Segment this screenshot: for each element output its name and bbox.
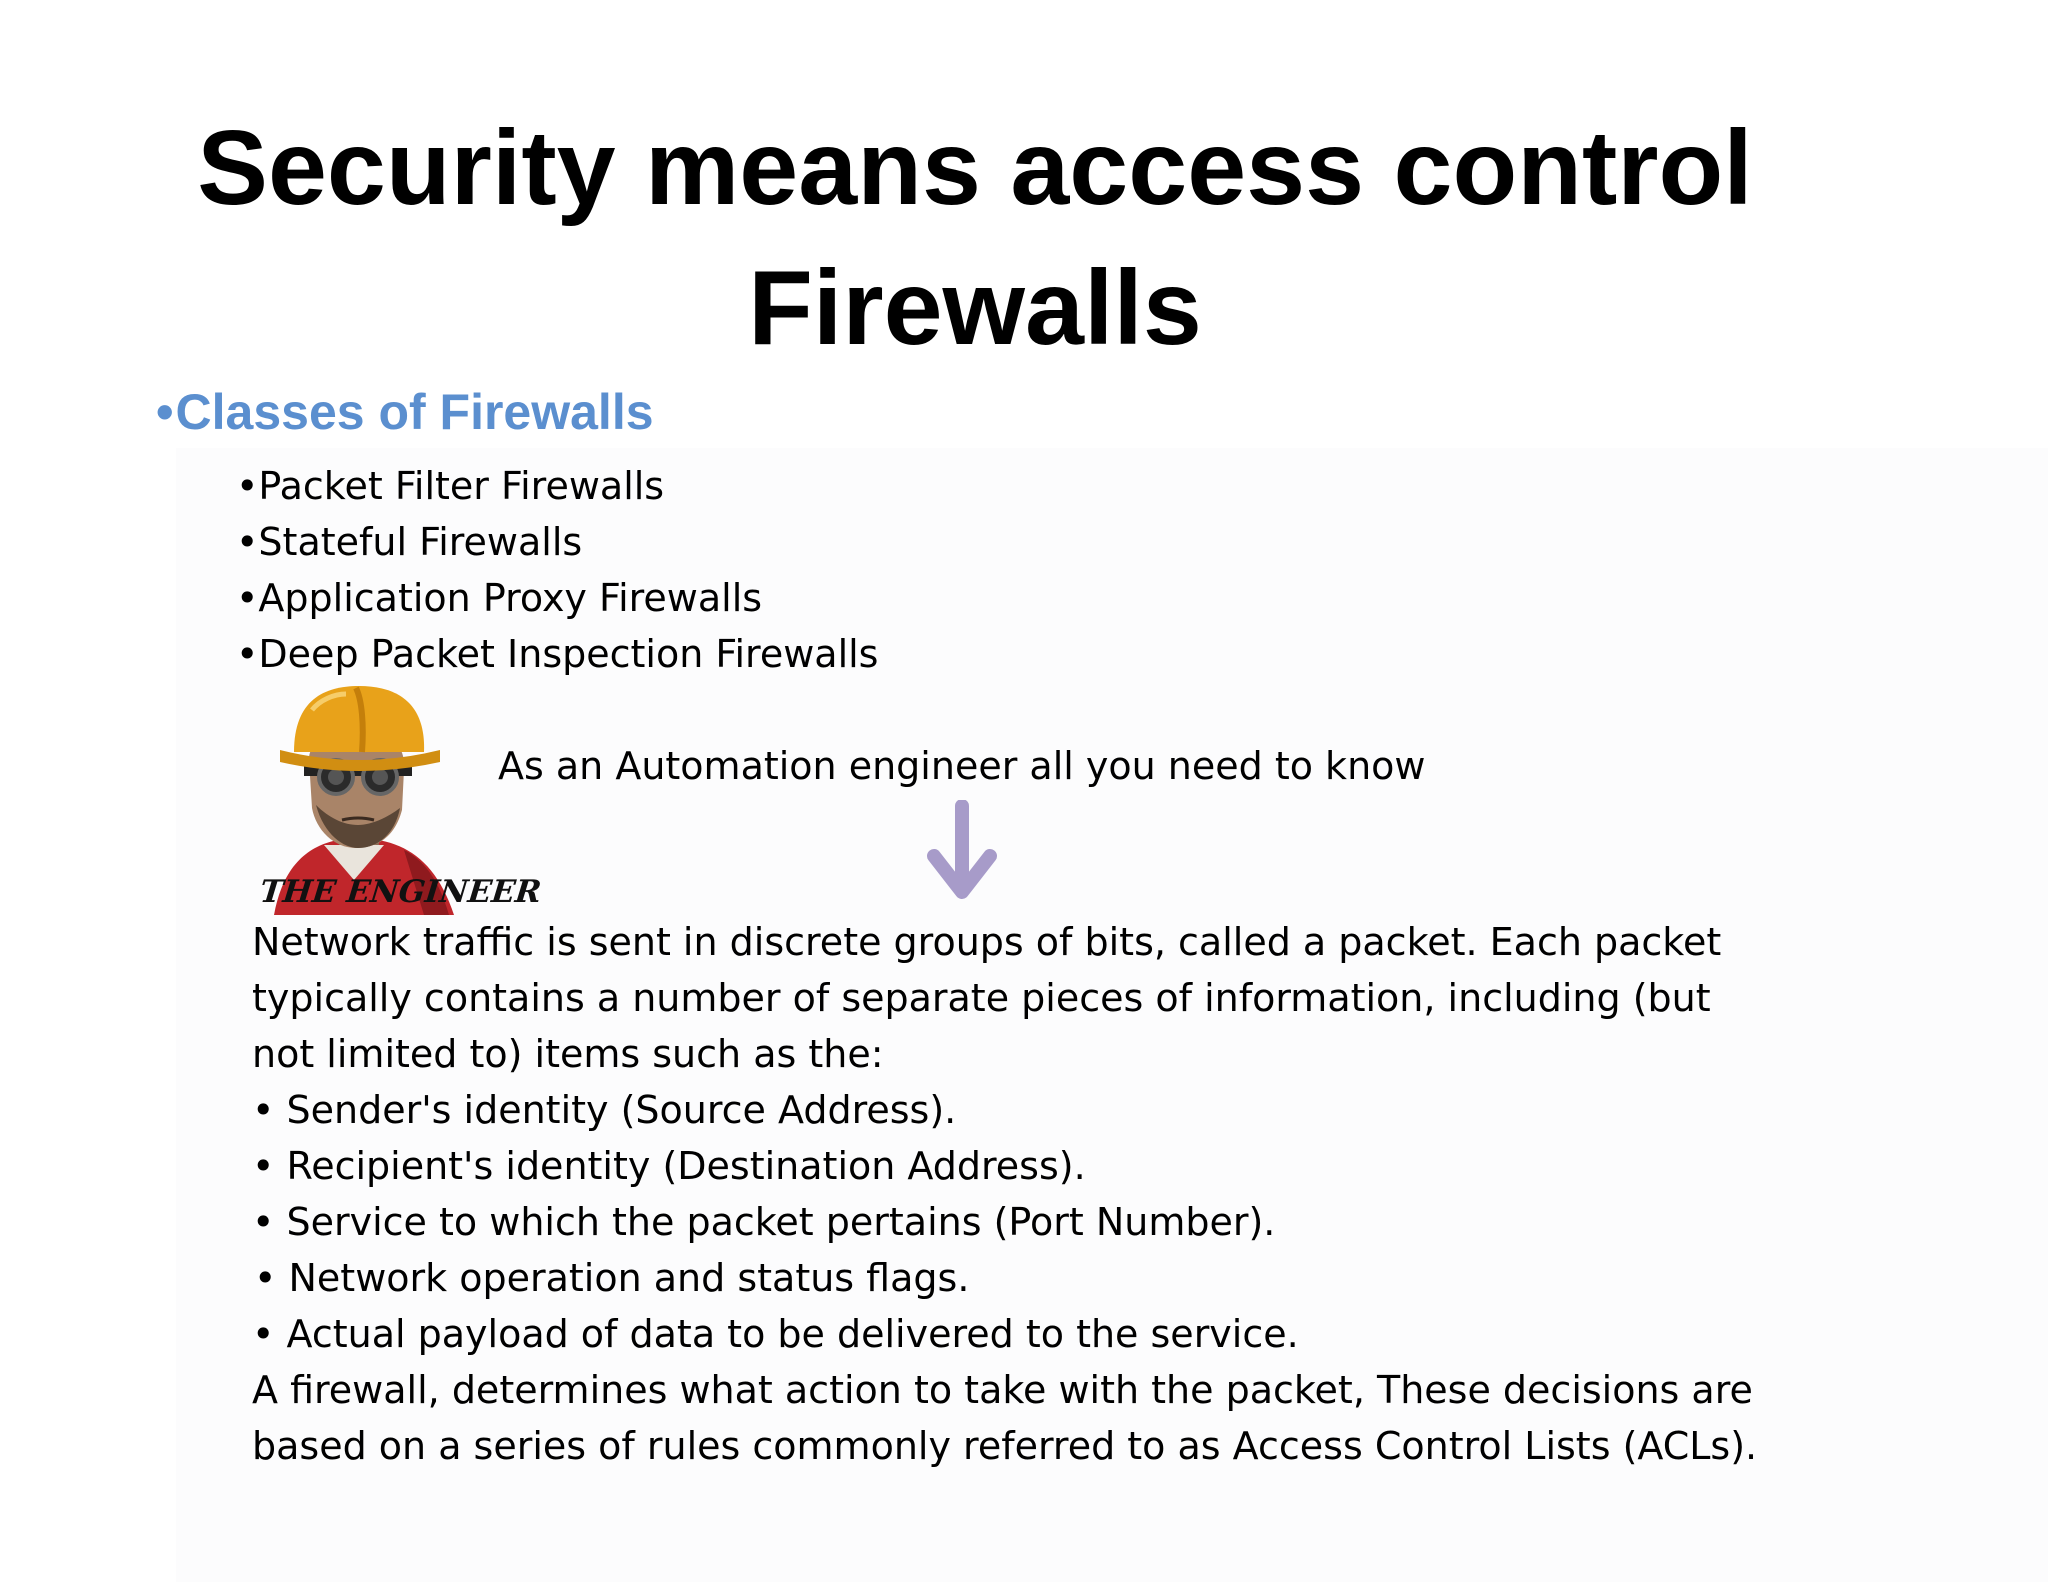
firewall-class-item: •Packet Filter Firewalls (236, 462, 664, 510)
firewall-class-label: Application Proxy Firewalls (258, 576, 763, 620)
slide-subtitle: Firewalls (748, 249, 1202, 367)
engineer-illustration (274, 686, 454, 915)
packet-field-item: • Network operation and status flags. (254, 1256, 970, 1300)
firewall-class-item: •Stateful Firewalls (236, 518, 582, 566)
body-paragraph-line: typically contains a number of separate … (252, 976, 1711, 1020)
firewall-class-item: •Application Proxy Firewalls (236, 574, 762, 622)
content-panel (176, 448, 2048, 1582)
conclusion-line: A firewall, determines what action to ta… (252, 1368, 1753, 1412)
slide-title: Security means access control (197, 109, 1753, 227)
firewall-class-label: Deep Packet Inspection Firewalls (258, 632, 879, 676)
firewall-class-label: Stateful Firewalls (258, 520, 583, 564)
packet-field-item: • Recipient's identity (Destination Addr… (252, 1144, 1086, 1188)
bullet-icon: • (236, 632, 259, 676)
bullet-icon: • (156, 384, 174, 440)
packet-field-item: • Service to which the packet pertains (… (252, 1200, 1276, 1244)
firewall-class-label: Packet Filter Firewalls (258, 464, 665, 508)
firewall-class-item: •Deep Packet Inspection Firewalls (236, 630, 878, 678)
body-paragraph-line: Network traffic is sent in discrete grou… (252, 920, 1722, 964)
bullet-icon: • (236, 576, 259, 620)
conclusion-line: based on a series of rules commonly refe… (252, 1424, 1758, 1468)
packet-field-item: • Actual payload of data to be delivered… (252, 1312, 1299, 1356)
intro-text: As an Automation engineer all you need t… (498, 744, 1426, 788)
body-paragraph-line: not limited to) items such as the: (252, 1032, 884, 1076)
arrow-down-icon (927, 800, 997, 899)
bullet-icon: • (236, 520, 259, 564)
section-heading-text: Classes of Firewalls (175, 384, 654, 440)
engineer-caption: THE ENGINEER (258, 874, 543, 910)
bullet-icon: • (236, 464, 259, 508)
packet-field-item: • Sender's identity (Source Address). (252, 1088, 957, 1132)
section-heading: •Classes of Firewalls (156, 382, 654, 442)
